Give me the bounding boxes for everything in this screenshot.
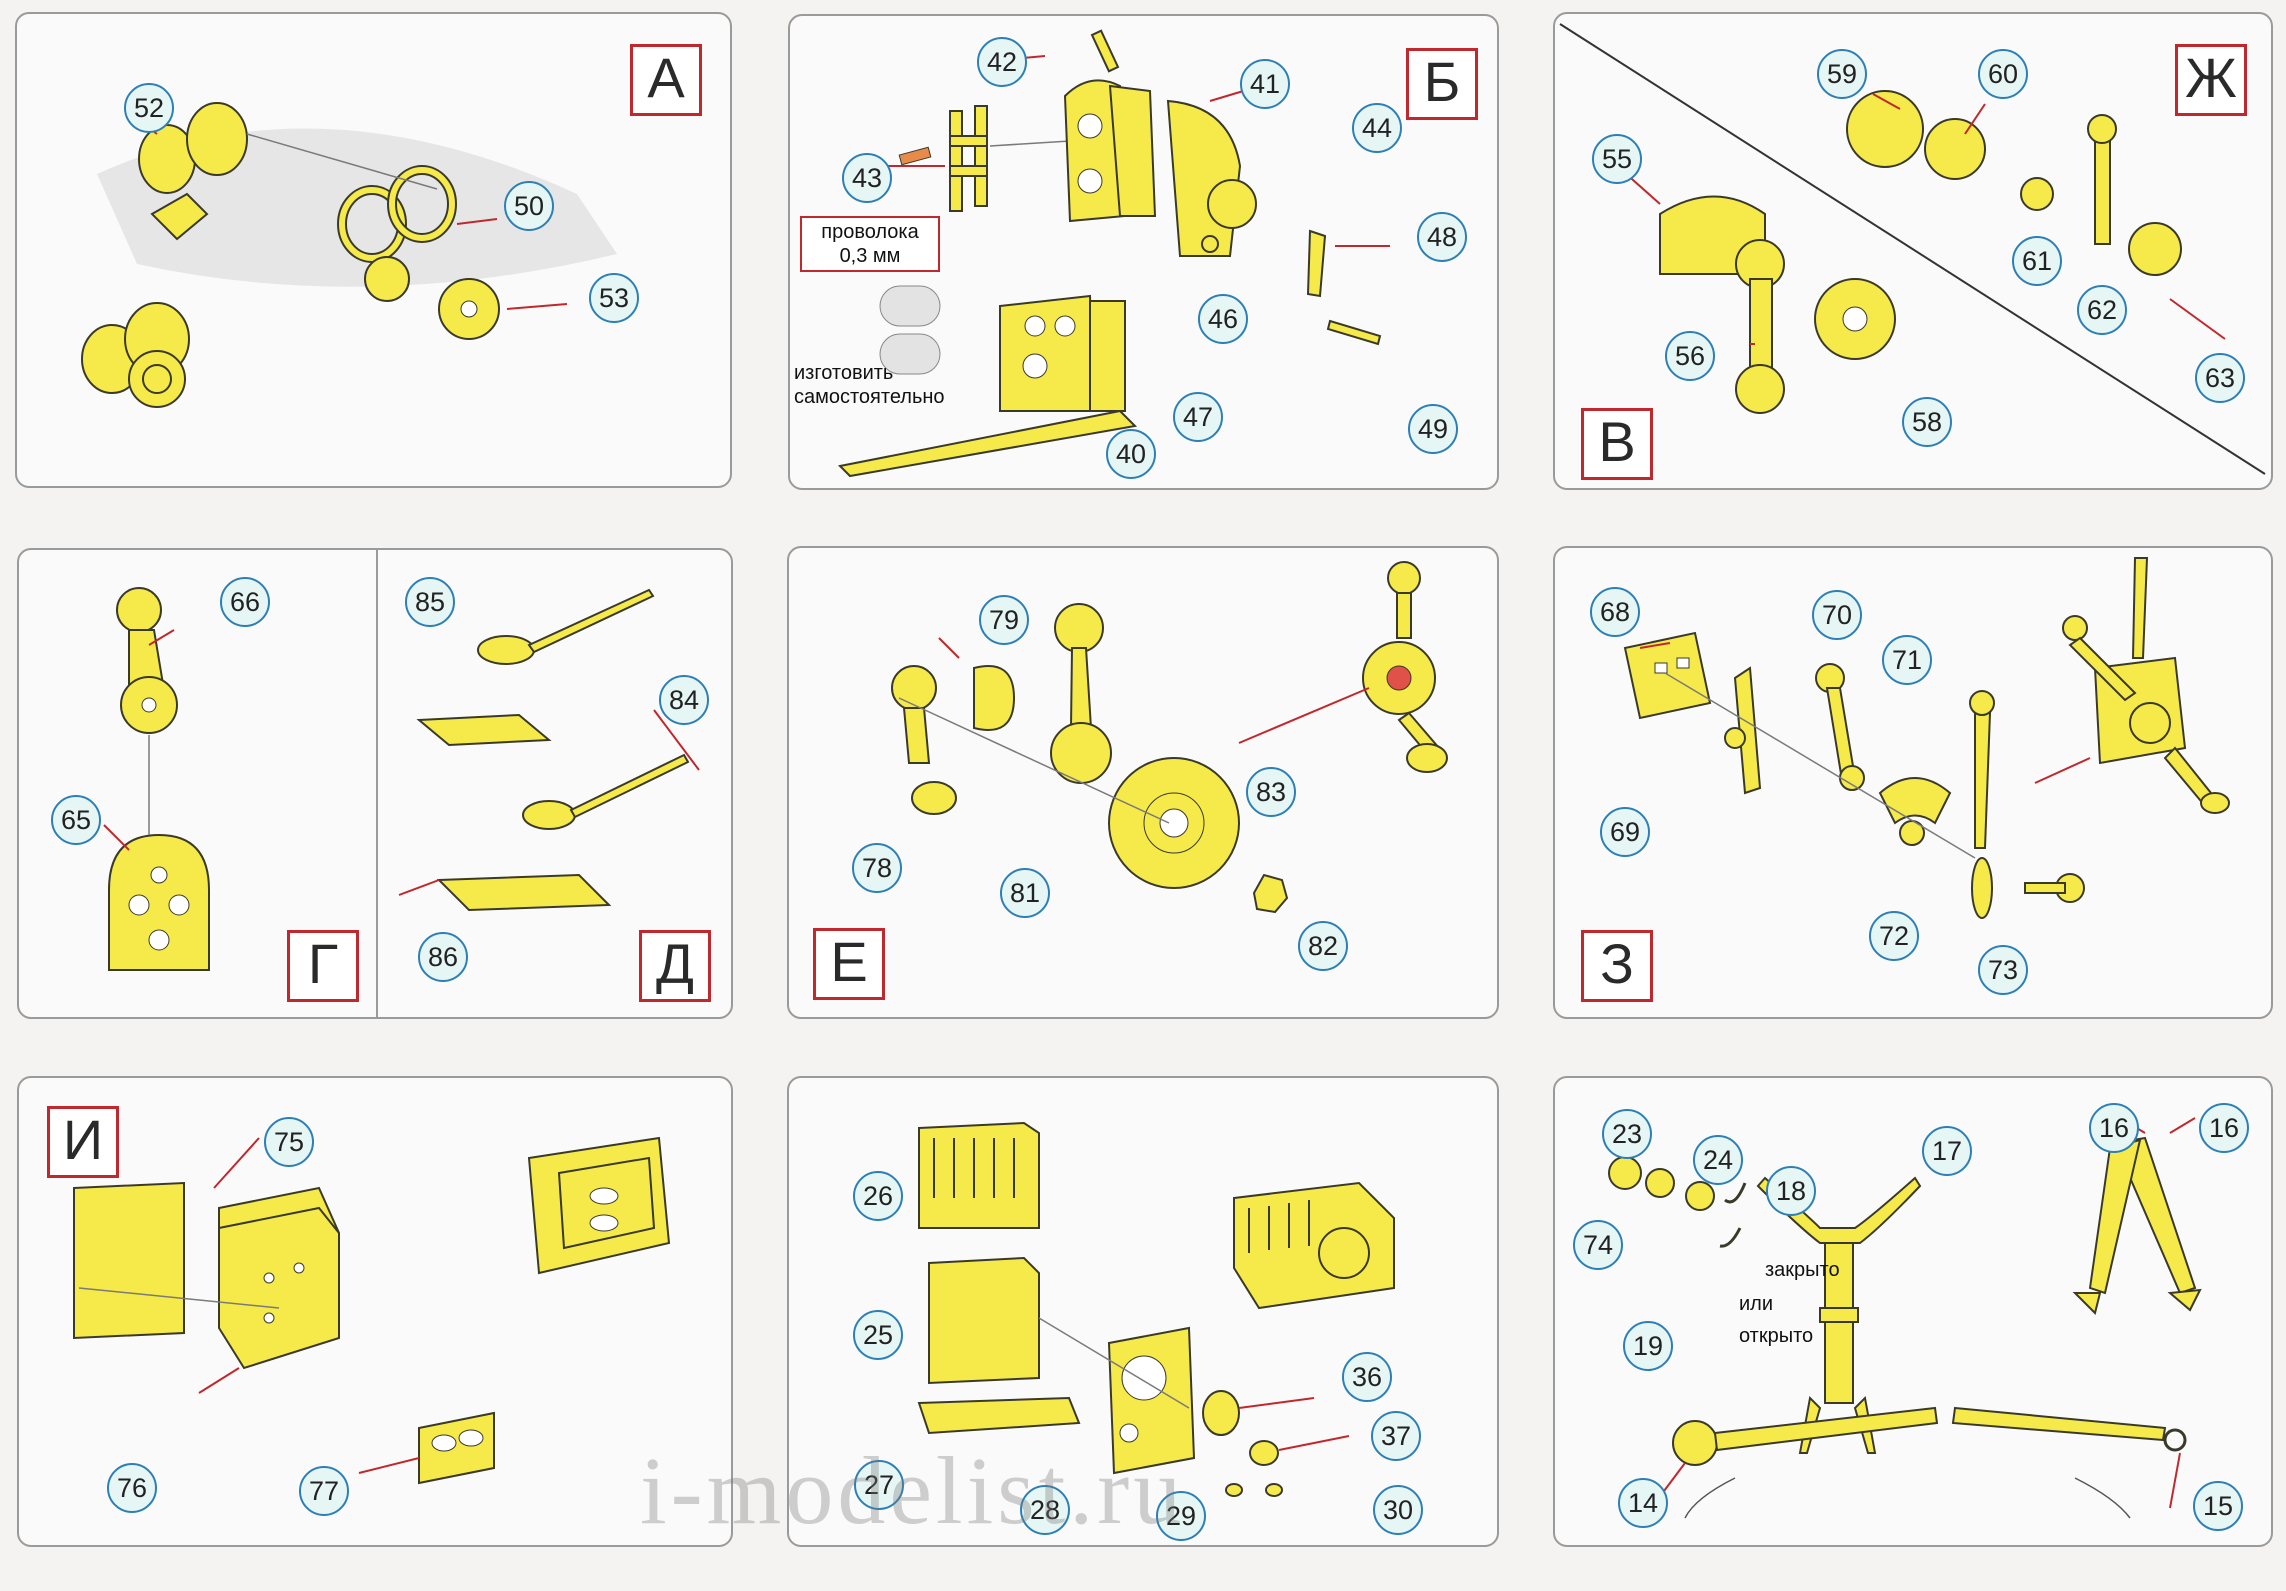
part-label: 41 [1240,59,1290,109]
wire-note: проволока 0,3 мм [800,216,940,272]
part-label: 56 [1665,331,1715,381]
part-label: 65 [51,795,101,845]
panel-z-drawing [1623,557,2230,919]
closed-note: закрыто [1765,1259,1840,1281]
part-label: 16 [2089,1103,2139,1153]
panel-zh-v-drawing [1559,23,2266,475]
part-label: 14 [1618,1478,1668,1528]
panel-e-drawing [891,561,1448,914]
part-label: 49 [1408,404,1458,454]
part-label: 71 [1882,635,1932,685]
part-label: 76 [107,1463,157,1513]
part-label: 69 [1600,807,1650,857]
part-label: 23 [1602,1109,1652,1159]
part-label: 50 [504,181,554,231]
part-label: 43 [842,153,892,203]
part-label: 30 [1373,1485,1423,1535]
or-note: или [1739,1293,1774,1315]
panel-belts: 23 24 18 17 16 16 74 19 14 15 закрыто ил… [1553,1076,2273,1547]
panel-belts-drawing [1608,1117,2202,1519]
watermark: i-modelist.ru [640,1437,1186,1544]
part-label: 58 [1902,397,1952,447]
panel-radio-drawing [917,1121,1395,1497]
part-label: 74 [1573,1220,1623,1270]
make-yourself-note: изготовить самостоятельно [794,362,945,408]
part-label: 83 [1246,767,1296,817]
part-label: 72 [1869,911,1919,961]
part-label: 24 [1693,1135,1743,1185]
part-label: 79 [979,595,1029,645]
part-label: 36 [1342,1352,1392,1402]
part-label: 29 [1156,1491,1206,1541]
panel-letter: Д [639,930,711,1002]
panel-letter: В [1581,408,1653,480]
part-label: 75 [264,1117,314,1167]
panel-a-drawing [81,102,617,408]
part-label: 16 [2199,1103,2249,1153]
panel-radio: 26 25 36 37 27 28 29 30 [787,1076,1499,1547]
part-label: 70 [1812,590,1862,640]
part-label: 84 [659,675,709,725]
part-label: 60 [1978,49,2028,99]
part-label: 78 [852,843,902,893]
panel-g-d: Г Д 66 65 85 84 86 [17,548,733,1019]
part-label: 86 [418,932,468,982]
part-label: 25 [853,1310,903,1360]
part-label: 73 [1978,945,2028,995]
panel-z: З 68 70 71 69 72 73 [1553,546,2273,1019]
part-label: 82 [1298,921,1348,971]
part-label: 18 [1766,1166,1816,1216]
part-label: 28 [1020,1485,1070,1535]
part-label: 61 [2012,236,2062,286]
part-label: 46 [1198,294,1248,344]
panel-zh-v: Ж В 59 60 55 61 62 56 58 63 [1553,12,2273,490]
part-label: 68 [1590,587,1640,637]
part-label: 15 [2193,1481,2243,1531]
panel-letter: Е [813,928,885,1000]
part-label: 53 [589,273,639,323]
part-label: 55 [1592,134,1642,184]
part-label: 85 [405,577,455,627]
part-label: 17 [1922,1126,1972,1176]
panel-letter: Г [287,930,359,1002]
panel-e: Е 79 83 78 81 82 [787,546,1499,1019]
panel-b: Б 42 41 43 44 48 46 47 40 49 проволока 0… [788,14,1499,490]
part-label: 44 [1352,103,1402,153]
panel-g-d-drawing [103,550,700,1017]
panel-letter: З [1581,930,1653,1002]
panel-b-drawing [837,29,1390,478]
part-label: 37 [1371,1411,1421,1461]
panel-letter: А [630,44,702,116]
part-label: 27 [854,1460,904,1510]
part-label: 47 [1173,392,1223,442]
panel-letter: Б [1406,48,1478,120]
part-label: 77 [299,1466,349,1516]
panel-i-drawing [73,1136,671,1485]
panel-a: А 52 50 53 [15,12,732,488]
panel-i: И 75 76 77 [17,1076,733,1547]
part-label: 42 [977,37,1027,87]
part-label: 81 [1000,868,1050,918]
part-label: 19 [1623,1321,1673,1371]
part-label: 59 [1817,49,1867,99]
panel-letter: И [47,1106,119,1178]
part-label: 62 [2077,285,2127,335]
part-label: 48 [1417,212,1467,262]
part-label: 40 [1106,429,1156,479]
panel-letter: Ж [2175,44,2247,116]
open-note: открыто [1739,1325,1814,1347]
part-label: 66 [220,577,270,627]
part-label: 52 [124,83,174,133]
part-label: 63 [2195,353,2245,403]
part-label: 26 [853,1171,903,1221]
